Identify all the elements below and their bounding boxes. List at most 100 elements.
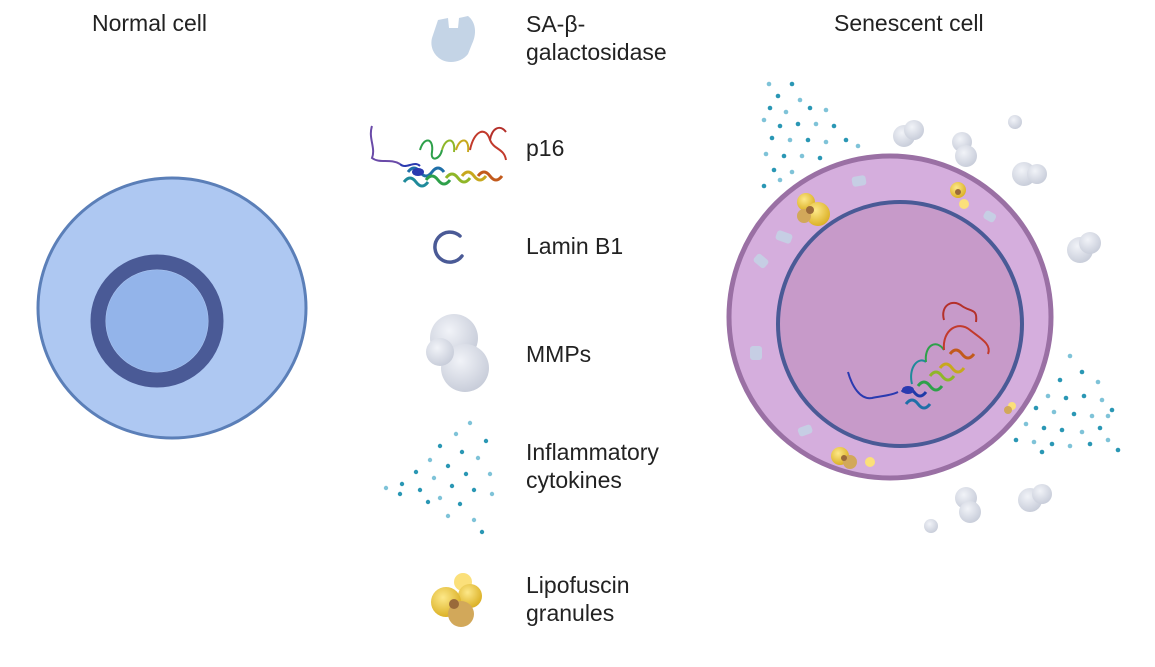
legend-label-p16: p16 — [526, 135, 565, 161]
cytokine-dot — [777, 177, 783, 183]
cytokine-dot — [777, 123, 783, 129]
granule-cluster-icon — [431, 573, 482, 627]
normal-nucleus — [106, 270, 208, 372]
cytokine-dot — [463, 471, 469, 477]
cytokine-dot — [467, 420, 473, 426]
cytokine-dot — [1057, 377, 1063, 383]
cytokine-dot — [805, 137, 811, 143]
cytokine-dot — [1099, 397, 1105, 403]
p16-in-nucleus — [847, 301, 990, 410]
cytokine-dot — [1097, 425, 1103, 431]
cytokine-dot — [763, 151, 769, 157]
cytokine-dot — [437, 495, 443, 501]
normal-cell-title: Normal cell — [92, 10, 208, 36]
enzyme-shape-icon — [431, 16, 476, 62]
cytokine-dot — [483, 438, 489, 444]
cytokine-dot — [1079, 429, 1085, 435]
cytokine-dot — [1013, 437, 1019, 443]
cytokine-dot — [1095, 379, 1101, 385]
cytokine-dot — [399, 481, 405, 487]
cytokine-dot — [1087, 441, 1093, 447]
legend-label-mmps: MMPs — [526, 341, 592, 367]
cytokine-dot — [445, 513, 451, 519]
cytokine-dot — [823, 107, 829, 113]
cytokine-dot — [1105, 413, 1111, 419]
mmp-blob — [952, 132, 977, 167]
cytokine-dot — [1081, 393, 1087, 399]
mmp-blob — [924, 519, 938, 533]
cytokine-dot — [797, 97, 803, 103]
cytokine-dot — [767, 105, 773, 111]
cytokine-dot — [831, 123, 837, 129]
cytokine-dot — [1079, 369, 1085, 375]
cytokine-dot — [843, 137, 849, 143]
cytokine-dot — [1071, 411, 1077, 417]
cytokine-spray-upper — [761, 81, 861, 189]
cytokine-dot — [417, 487, 423, 493]
cytokine-dot — [807, 105, 813, 111]
cytokine-dot — [1067, 353, 1073, 359]
legend-label-cytokines: Inflammatory cytokines — [526, 439, 659, 493]
cytokine-dot — [1045, 393, 1051, 399]
cytokine-spray-lower — [1013, 353, 1121, 455]
cytokine-dot — [1067, 443, 1073, 449]
lipofuscin-in-cytoplasm — [797, 182, 1016, 469]
cytokine-dot — [771, 167, 777, 173]
cytokine-dot — [427, 457, 433, 463]
cytokine-dot — [769, 135, 775, 141]
cytokine-dot — [789, 81, 795, 87]
cytokine-dot — [397, 491, 403, 497]
cytokine-dot — [795, 121, 801, 127]
cytokine-dot — [787, 137, 793, 143]
cytokine-dot — [413, 469, 419, 475]
cytokine-dot — [1105, 437, 1111, 443]
mmp-blob — [893, 120, 924, 147]
mmp-blob — [1067, 232, 1101, 263]
cytokine-dot — [1115, 447, 1121, 453]
cytokine-dot — [431, 475, 437, 481]
cytokine-dot — [449, 483, 455, 489]
protein-ribbon-icon — [369, 125, 507, 188]
normal-cell — [36, 176, 308, 440]
cytokine-dot — [471, 487, 477, 493]
cytokine-dot — [1049, 441, 1055, 447]
cytokine-dot — [1041, 425, 1047, 431]
cytokine-dot — [799, 153, 805, 159]
cytokine-dot — [1039, 449, 1045, 455]
cytokine-dot — [761, 183, 767, 189]
cytokine-dot — [459, 449, 465, 455]
mmp-blob — [1018, 484, 1052, 512]
cytokine-dot — [437, 443, 443, 449]
cytokine-dot — [1059, 427, 1065, 433]
cytokine-dot — [789, 169, 795, 175]
cytokine-dot — [383, 485, 389, 491]
cytokine-dot — [813, 121, 819, 127]
cytokine-dot — [425, 499, 431, 505]
cytokine-dot — [1051, 409, 1057, 415]
cytokine-dot — [766, 81, 772, 87]
cytokine-dot — [823, 139, 829, 145]
cytokine-dot — [457, 501, 463, 507]
cytokine-dot — [471, 517, 477, 523]
sa-beta-gal-in-cytoplasm — [750, 175, 997, 437]
senescent-cell-title: Senescent cell — [834, 10, 984, 36]
cytokine-dot — [1089, 413, 1095, 419]
mmp-blob — [955, 487, 981, 523]
cytokine-dot — [1033, 405, 1039, 411]
mmp-blobs — [893, 115, 1101, 533]
legend-icons — [369, 16, 507, 627]
cytokine-dot — [487, 471, 493, 477]
cytokine-dot — [479, 529, 485, 535]
cytokine-dot — [453, 431, 459, 437]
cytokine-dot — [855, 143, 861, 149]
mmp-blob — [1012, 162, 1047, 186]
cytokine-dot — [1023, 421, 1029, 427]
mmp-blob — [1008, 115, 1022, 129]
open-ring-icon — [433, 230, 464, 264]
cytokine-dot — [783, 109, 789, 115]
cytokine-dot — [1109, 407, 1115, 413]
cytokine-dot — [1063, 395, 1069, 401]
cytokine-dot — [775, 93, 781, 99]
dot-spray-icon — [383, 420, 495, 535]
senescent-cell — [726, 81, 1121, 533]
